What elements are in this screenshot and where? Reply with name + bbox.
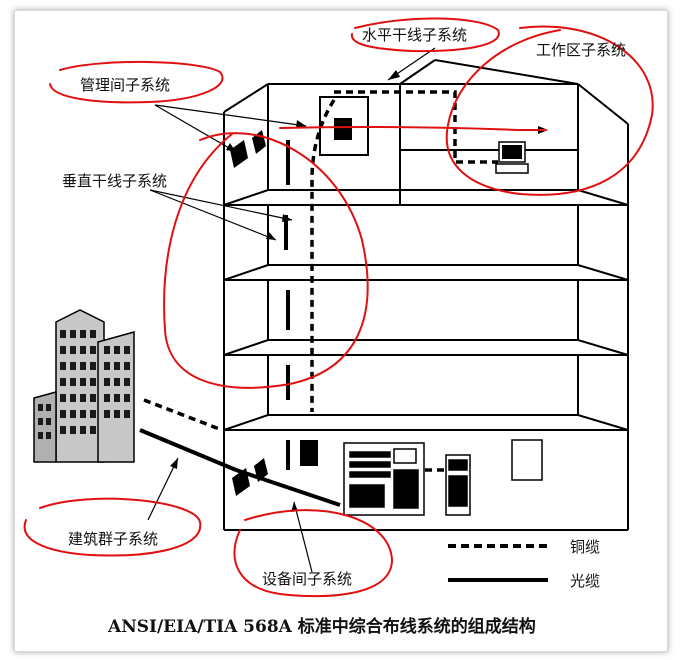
building-structure: [223, 83, 629, 531]
telecom-closet-equipment: [230, 118, 352, 496]
red-annotations: [23, 17, 654, 598]
building-windows: [38, 330, 130, 439]
vertical-copper: [310, 99, 336, 412]
label-equipment-room-subsystem: 设备间子系统: [262, 570, 352, 588]
computer-icon: [495, 141, 529, 174]
legend: 铜缆 光缆: [448, 538, 600, 590]
fiber-cabling: [139, 428, 341, 507]
pointer-lines: [147, 47, 436, 573]
floor-slabs: [223, 189, 629, 431]
image-frame: [14, 10, 668, 652]
legend-copper-label: 铜缆: [570, 538, 600, 556]
label-admin-subsystem: 管理间子系统: [80, 76, 170, 94]
label-campus-subsystem: 建筑群子系统: [68, 530, 158, 548]
equipment-rack: [343, 442, 425, 516]
horizontal-cabling: [143, 90, 498, 472]
server-cabinet: [445, 454, 471, 516]
label-vertical-subsystem: 垂直干线子系统: [62, 172, 167, 190]
door: [511, 439, 543, 481]
label-horizontal-subsystem: 水平干线子系统: [362, 26, 467, 44]
figure-caption: ANSI/EIA/TIA 568A 标准中综合布线系统的组成结构: [107, 616, 536, 637]
legend-fiber-label: 光缆: [570, 572, 600, 590]
label-work-area-subsystem: 工作区子系统: [536, 41, 626, 59]
